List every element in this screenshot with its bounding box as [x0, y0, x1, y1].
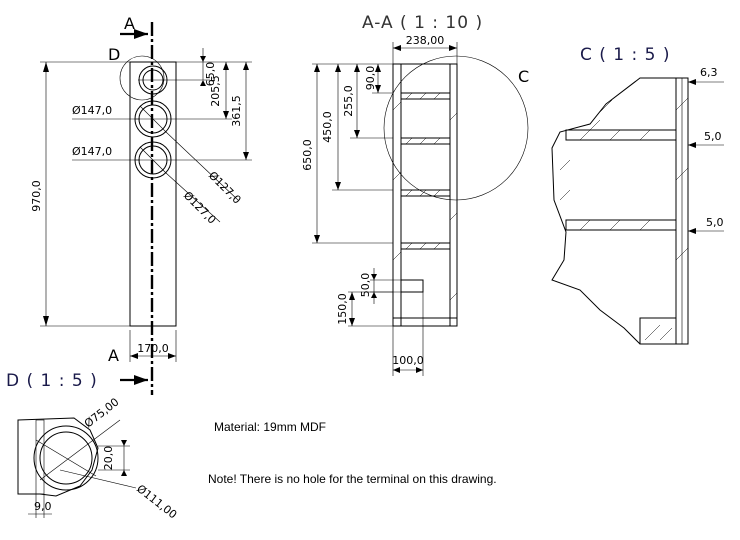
- detail-d-outline: [17, 417, 99, 497]
- dim-d-offset: 20,0: [102, 446, 115, 471]
- dim-top-offset: 65,0: [204, 62, 217, 87]
- detail-c-title: C ( 1 : 5 ): [580, 45, 671, 65]
- material-note: Material: 19mm MDF: [214, 420, 326, 434]
- detail-mark-c: C: [518, 67, 529, 86]
- dim-hole2-dia: Ø147,0: [72, 145, 112, 158]
- dim-d-outer: Ø75,00: [82, 395, 122, 430]
- dim-hole4-dia: Ø127,0: [181, 189, 219, 227]
- dim-d-edge: 9,0: [34, 500, 52, 513]
- section-view: A-A ( 1 : 10 ) C: [301, 13, 529, 376]
- section-title: A-A ( 1 : 10 ): [362, 13, 483, 33]
- shelf-2: [400, 137, 451, 145]
- shelf-1: [400, 92, 451, 100]
- dim-depth: 238,00: [406, 34, 445, 47]
- detail-d-view: D ( 1 : 5 ) Ø75,00 Ø111,00 20,0 9,0: [6, 371, 179, 521]
- dim-shelf2: 255,0: [342, 85, 355, 117]
- dim-shelf4: 650,0: [301, 139, 314, 171]
- dim-width: 170,0: [137, 342, 169, 355]
- dim-third-offset: 361,5: [230, 95, 243, 127]
- dim-port-bottom: 150,0: [336, 293, 349, 325]
- shelf-3: [400, 189, 451, 197]
- detail-d-title: D ( 1 : 5 ): [6, 371, 98, 391]
- detail-mark-d: D: [108, 45, 120, 64]
- section-mark-top: A: [124, 14, 135, 33]
- dim-height-total: 970,0: [30, 180, 43, 212]
- dim-shelf1: 90,0: [364, 66, 377, 91]
- detail-d-circle: [119, 55, 165, 101]
- dim-shelf3: 450,0: [321, 111, 334, 143]
- detail-c-outline: [551, 77, 677, 345]
- dim-d-big: Ø111,00: [134, 482, 179, 521]
- terminal-note: Note! There is no hole for the terminal …: [208, 472, 497, 486]
- dim-hole1-dia: Ø147,0: [72, 104, 112, 117]
- dim-c-gap2: 5,0: [706, 216, 724, 229]
- front-view: A A D 970,0 170,0: [30, 14, 252, 395]
- section-mark-bottom: A: [108, 346, 119, 365]
- dim-port-depth: 100,0: [392, 354, 424, 367]
- port-tube: [400, 279, 424, 293]
- dim-port-height: 50,0: [359, 273, 372, 298]
- section-outline: [392, 63, 458, 327]
- detail-c-view: C ( 1 : 5 ) 6,3 5,0 5,0: [551, 45, 724, 345]
- dim-second-offset: 205,5: [209, 75, 222, 107]
- dim-c-gap1: 5,0: [704, 130, 722, 143]
- dim-hole3-dia: Ø127,0: [206, 169, 244, 207]
- detail-c-circle: [383, 55, 529, 201]
- shelf-4: [400, 242, 451, 250]
- dim-c-panel: 6,3: [700, 66, 718, 79]
